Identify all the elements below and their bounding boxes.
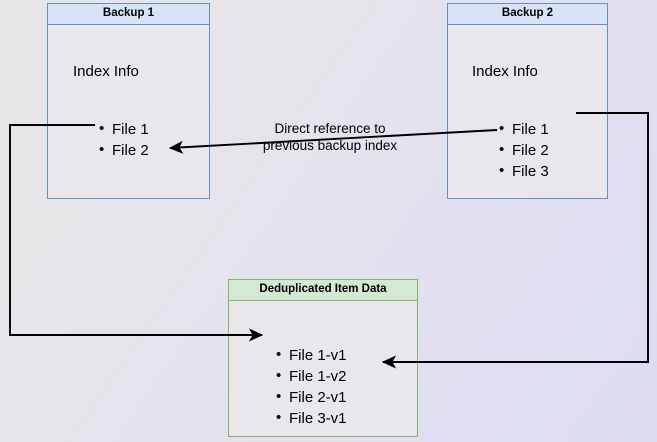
backup-1-node: Backup 1 Index Info File 1 File 2 — [47, 3, 210, 199]
deduplicated-item-data-node: Deduplicated Item Data File 1-v1 File 1-… — [228, 279, 418, 437]
backup-1-header: Backup 1 — [48, 4, 209, 25]
backup-2-node: Backup 2 Index Info File 1 File 2 File 3 — [447, 3, 608, 199]
list-item: File 3 — [499, 160, 549, 182]
list-item: File 3-v1 — [276, 407, 346, 429]
dedup-file-list: File 1-v1 File 1-v2 File 2-v1 File 3-v1 — [273, 344, 346, 429]
backup-2-subtitle: Index Info — [472, 63, 538, 80]
caption-line-2: previous backup index — [262, 138, 398, 153]
dedup-header: Deduplicated Item Data — [229, 280, 417, 301]
list-item: File 1-v1 — [276, 344, 346, 366]
list-item: File 2-v1 — [276, 386, 346, 408]
backup-2-header: Backup 2 — [448, 4, 607, 25]
backup-1-subtitle: Index Info — [73, 63, 139, 80]
list-item: File 2 — [499, 139, 549, 161]
list-item: File 1 — [499, 118, 549, 140]
list-item: File 2 — [99, 139, 149, 161]
list-item: File 1-v2 — [276, 365, 346, 387]
direct-reference-caption: Direct reference to previous backup inde… — [248, 120, 412, 154]
backup-2-file-list: File 1 File 2 File 3 — [496, 118, 549, 182]
backup-1-file-list: File 1 File 2 — [96, 118, 149, 161]
list-item: File 1 — [99, 118, 149, 140]
caption-line-1: Direct reference to — [274, 121, 386, 136]
